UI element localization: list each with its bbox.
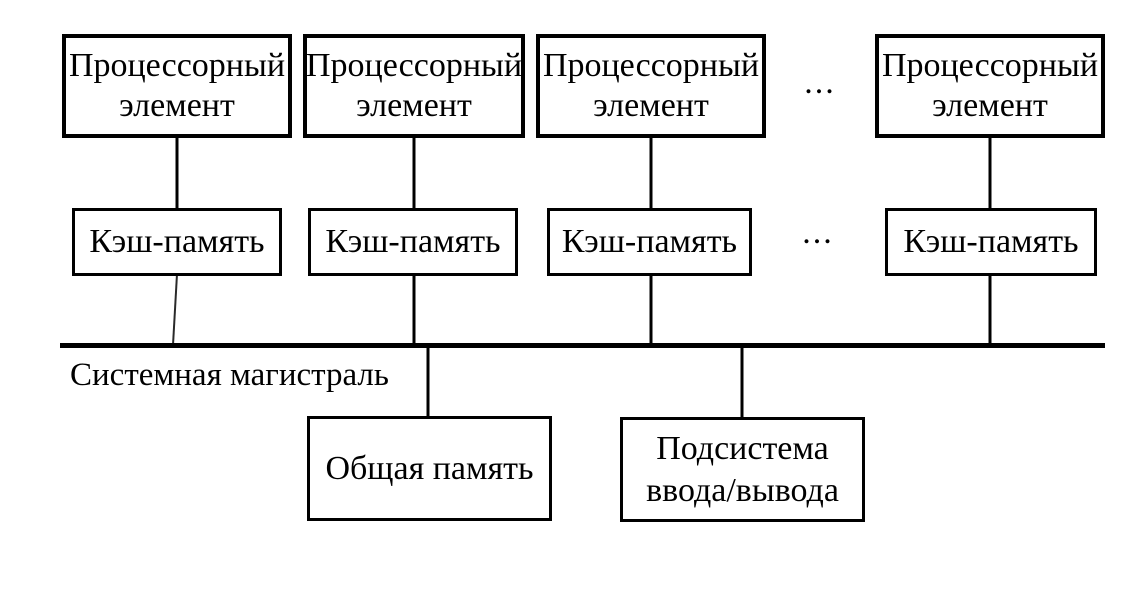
shared-memory-box: Общая память bbox=[307, 416, 552, 521]
processor-element-label-line2: элемент bbox=[119, 87, 235, 124]
processor-element-box-1: Процессорный элемент bbox=[62, 34, 292, 138]
cache-memory-label: Кэш-память bbox=[903, 223, 1079, 260]
processor-element-label-line2: элемент bbox=[593, 87, 709, 124]
ellipsis-cache-row: ... bbox=[802, 214, 834, 251]
processor-element-label-line1: Процессорный bbox=[305, 47, 523, 84]
cache-memory-box-2: Кэш-память bbox=[308, 208, 518, 276]
processor-element-box-3: Процессорный элемент bbox=[536, 34, 766, 138]
ellipsis-processor-row: ... bbox=[804, 64, 836, 101]
processor-element-label-line2: элемент bbox=[932, 87, 1048, 124]
cache-memory-box-1: Кэш-память bbox=[72, 208, 282, 276]
processor-element-box-2: Процессорный элемент bbox=[303, 34, 525, 138]
io-subsystem-label-line1: Подсистема bbox=[656, 429, 829, 467]
cache-memory-box-4: Кэш-память bbox=[885, 208, 1097, 276]
connector-cache1-bus bbox=[172, 273, 178, 346]
cache-memory-box-3: Кэш-память bbox=[547, 208, 752, 276]
processor-element-box-4: Процессорный элемент bbox=[875, 34, 1105, 138]
processor-element-label-line1: Процессорный bbox=[68, 47, 286, 84]
processor-element-label-line2: элемент bbox=[356, 87, 472, 124]
shared-memory-label: Общая память bbox=[325, 449, 534, 487]
processor-element-label-line1: Процессорный bbox=[542, 47, 760, 84]
io-subsystem-label-line2: ввода/вывода bbox=[646, 471, 839, 509]
cache-memory-label: Кэш-память bbox=[561, 223, 738, 260]
processor-element-label-line1: Процессорный bbox=[881, 47, 1099, 84]
cache-memory-label: Кэш-память bbox=[325, 223, 501, 260]
io-subsystem-box: Подсистема ввода/вывода bbox=[620, 417, 865, 522]
cache-memory-label: Кэш-память bbox=[89, 223, 265, 260]
system-bus-label: Системная магистраль bbox=[70, 357, 389, 393]
